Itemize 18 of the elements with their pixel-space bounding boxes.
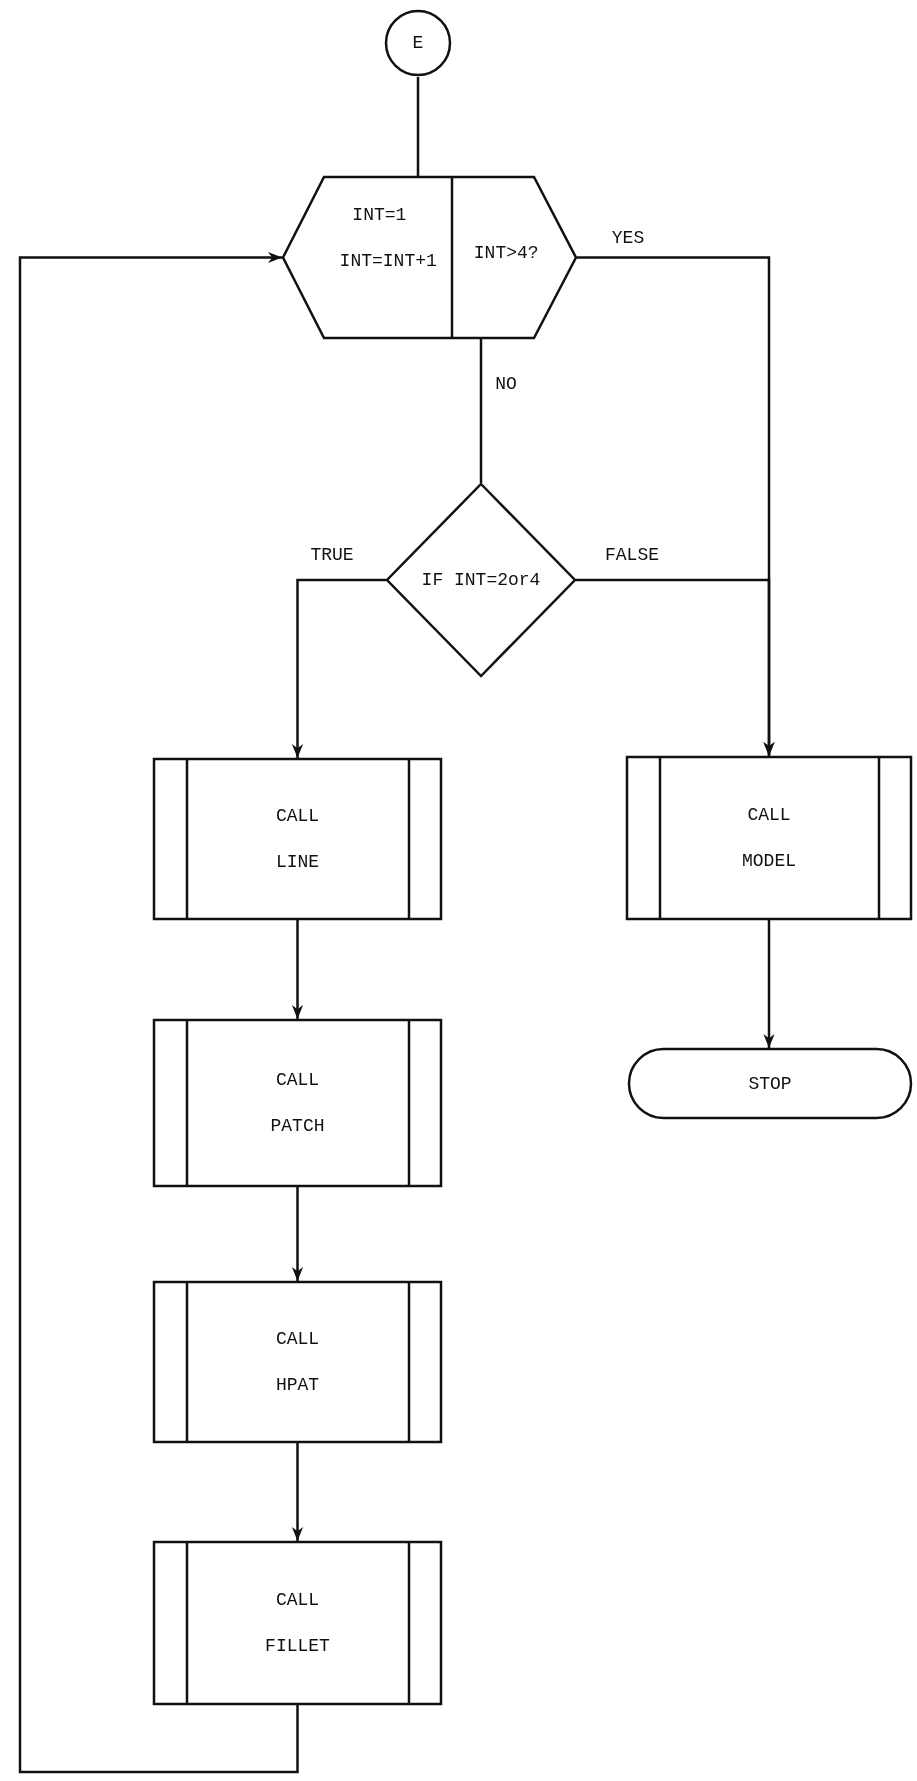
- flow-arrow: [291, 920, 304, 1019]
- call-text: CALL MODEL: [742, 804, 796, 873]
- loop-text: INT=1: [352, 204, 407, 228]
- flow-arrow: [763, 920, 775, 1048]
- flow-arrow: [18, 251, 299, 1774]
- flow-arrow: [291, 1443, 304, 1541]
- flow-arrow: [576, 578, 775, 756]
- terminal-text: STOP: [748, 1072, 792, 1096]
- call-text: CALL HPAT: [275, 1328, 320, 1397]
- loop-text: INT=INT+1: [339, 249, 437, 273]
- call-text: CALL PATCH: [270, 1069, 325, 1138]
- condition-text: IF INT=2or4: [421, 569, 541, 592]
- call-text: CALL LINE: [275, 805, 320, 874]
- call-text: CALL FILLET: [265, 1589, 330, 1658]
- flow-arrow: [291, 1187, 304, 1281]
- connector-letter: E: [412, 32, 424, 55]
- loop-text: INT>4?: [473, 241, 539, 265]
- flow-arrow: [291, 578, 386, 758]
